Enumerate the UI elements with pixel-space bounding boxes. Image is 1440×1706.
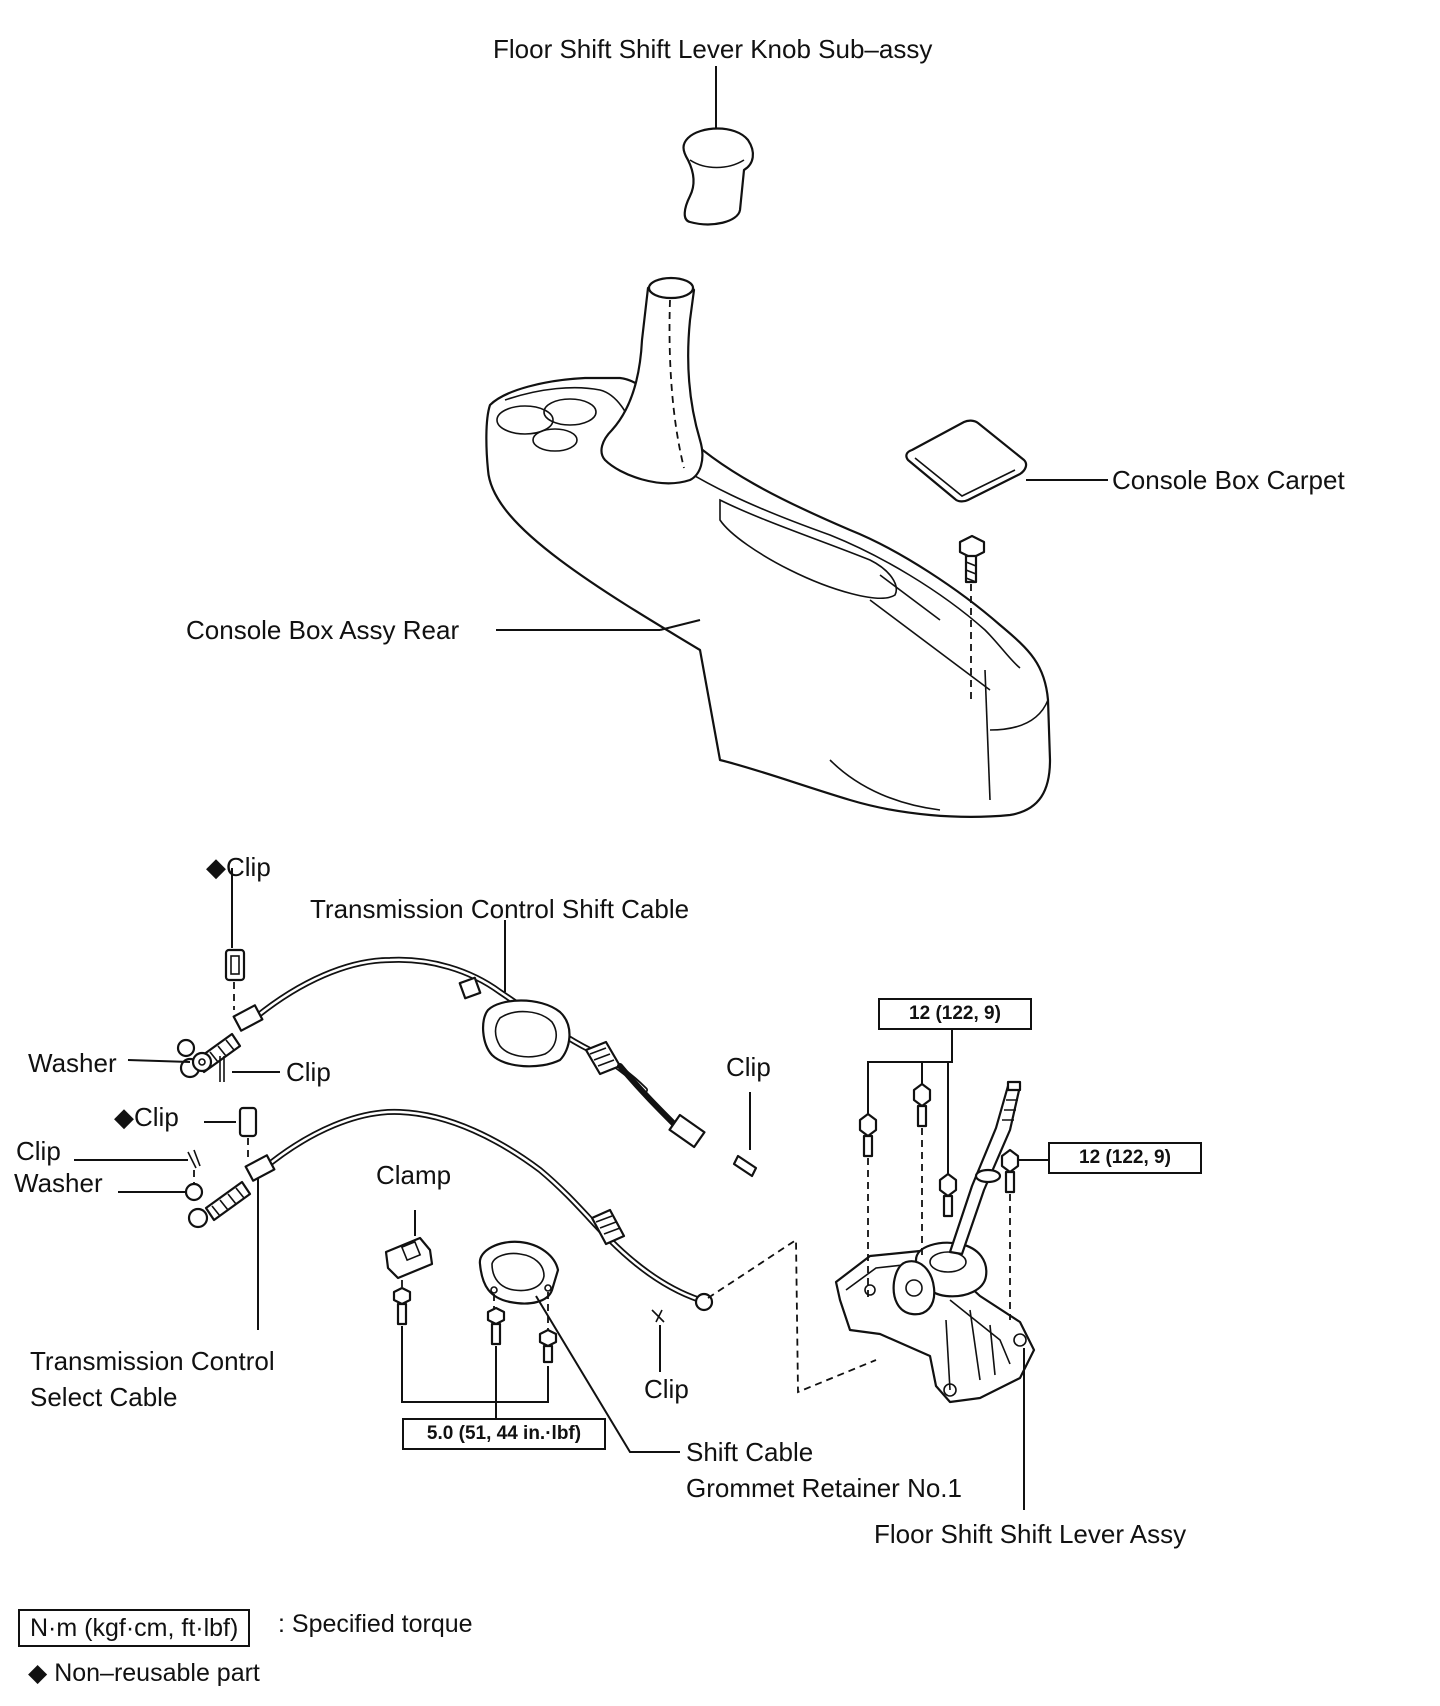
clip-top-part (224, 868, 246, 1010)
label-washer-2: Washer (14, 1168, 103, 1198)
label-select-cable-line2: Select Cable (30, 1382, 178, 1412)
label-console-rear: Console Box Assy Rear (186, 615, 460, 645)
non-reusable-icon: ◆ (114, 1102, 134, 1132)
label-shift-knob: Floor Shift Shift Lever Knob Sub–assy (493, 34, 933, 64)
label-clamp: Clamp (376, 1160, 452, 1190)
label-clip-4: Clip (16, 1136, 61, 1166)
washer-clip-upper-part (127, 1038, 280, 1082)
label-select-cable-line1: Transmission Control (30, 1346, 275, 1376)
label-console-carpet: Console Box Carpet (1112, 465, 1345, 495)
clip-bottom-part (651, 1309, 665, 1372)
torque-box-lever-left: 12 (122, 9) (878, 998, 1032, 1030)
label-washer-1: Washer (28, 1048, 117, 1078)
label-grommet-line1: Shift Cable (686, 1437, 814, 1467)
shift-knob-part (682, 66, 754, 226)
clip-right-part (732, 1092, 758, 1178)
torque-box-lever-right: 12 (122, 9) (1048, 1142, 1202, 1174)
torque-box-clamp: 5.0 (51, 44 in.·lbf) (402, 1418, 606, 1450)
non-reusable-icon: ◆ (206, 852, 226, 882)
clamp-part (384, 1210, 434, 1326)
label-clip-3: ◆Clip (114, 1102, 179, 1132)
legend-torque-desc: : Specified torque (278, 1610, 473, 1638)
grommet-leader (535, 1295, 680, 1453)
label-clip-right: Clip (726, 1052, 771, 1082)
legend-torque-unit-box: N·m (kgf·cm, ft·lbf) (18, 1609, 251, 1647)
grommet-retainer-part (478, 1240, 560, 1364)
lever-torque-bracket-left (867, 1030, 953, 1174)
non-reusable-icon: ◆ (28, 1659, 48, 1687)
label-grommet-line2: Grommet Retainer No.1 (686, 1473, 962, 1503)
label-clip-bottom: Clip (644, 1374, 689, 1404)
console-screw-part (958, 534, 986, 700)
clamp-torque-bracket (401, 1326, 549, 1403)
clip-3-part (204, 1106, 258, 1160)
connection-dash (707, 1238, 877, 1394)
shift-lever-assy-part (834, 1080, 1036, 1404)
console-carpet-part (905, 419, 1028, 503)
label-lever-assy: Floor Shift Shift Lever Assy (874, 1519, 1187, 1549)
lever-bolts-part (858, 1082, 1020, 1320)
label-shift-cable: Transmission Control Shift Cable (310, 894, 690, 924)
legend-nonreusable: ◆ Non–reusable part (28, 1659, 260, 1687)
washer-clip-lower-part (74, 1149, 204, 1202)
select-cable-part (187, 1108, 714, 1312)
console-rear-leader-tip (659, 619, 701, 631)
console-box-rear-part (485, 276, 1052, 818)
shift-cable-part (179, 956, 706, 1149)
label-clip-top: ◆Clip (206, 852, 271, 882)
label-clip-2: Clip (286, 1057, 331, 1087)
